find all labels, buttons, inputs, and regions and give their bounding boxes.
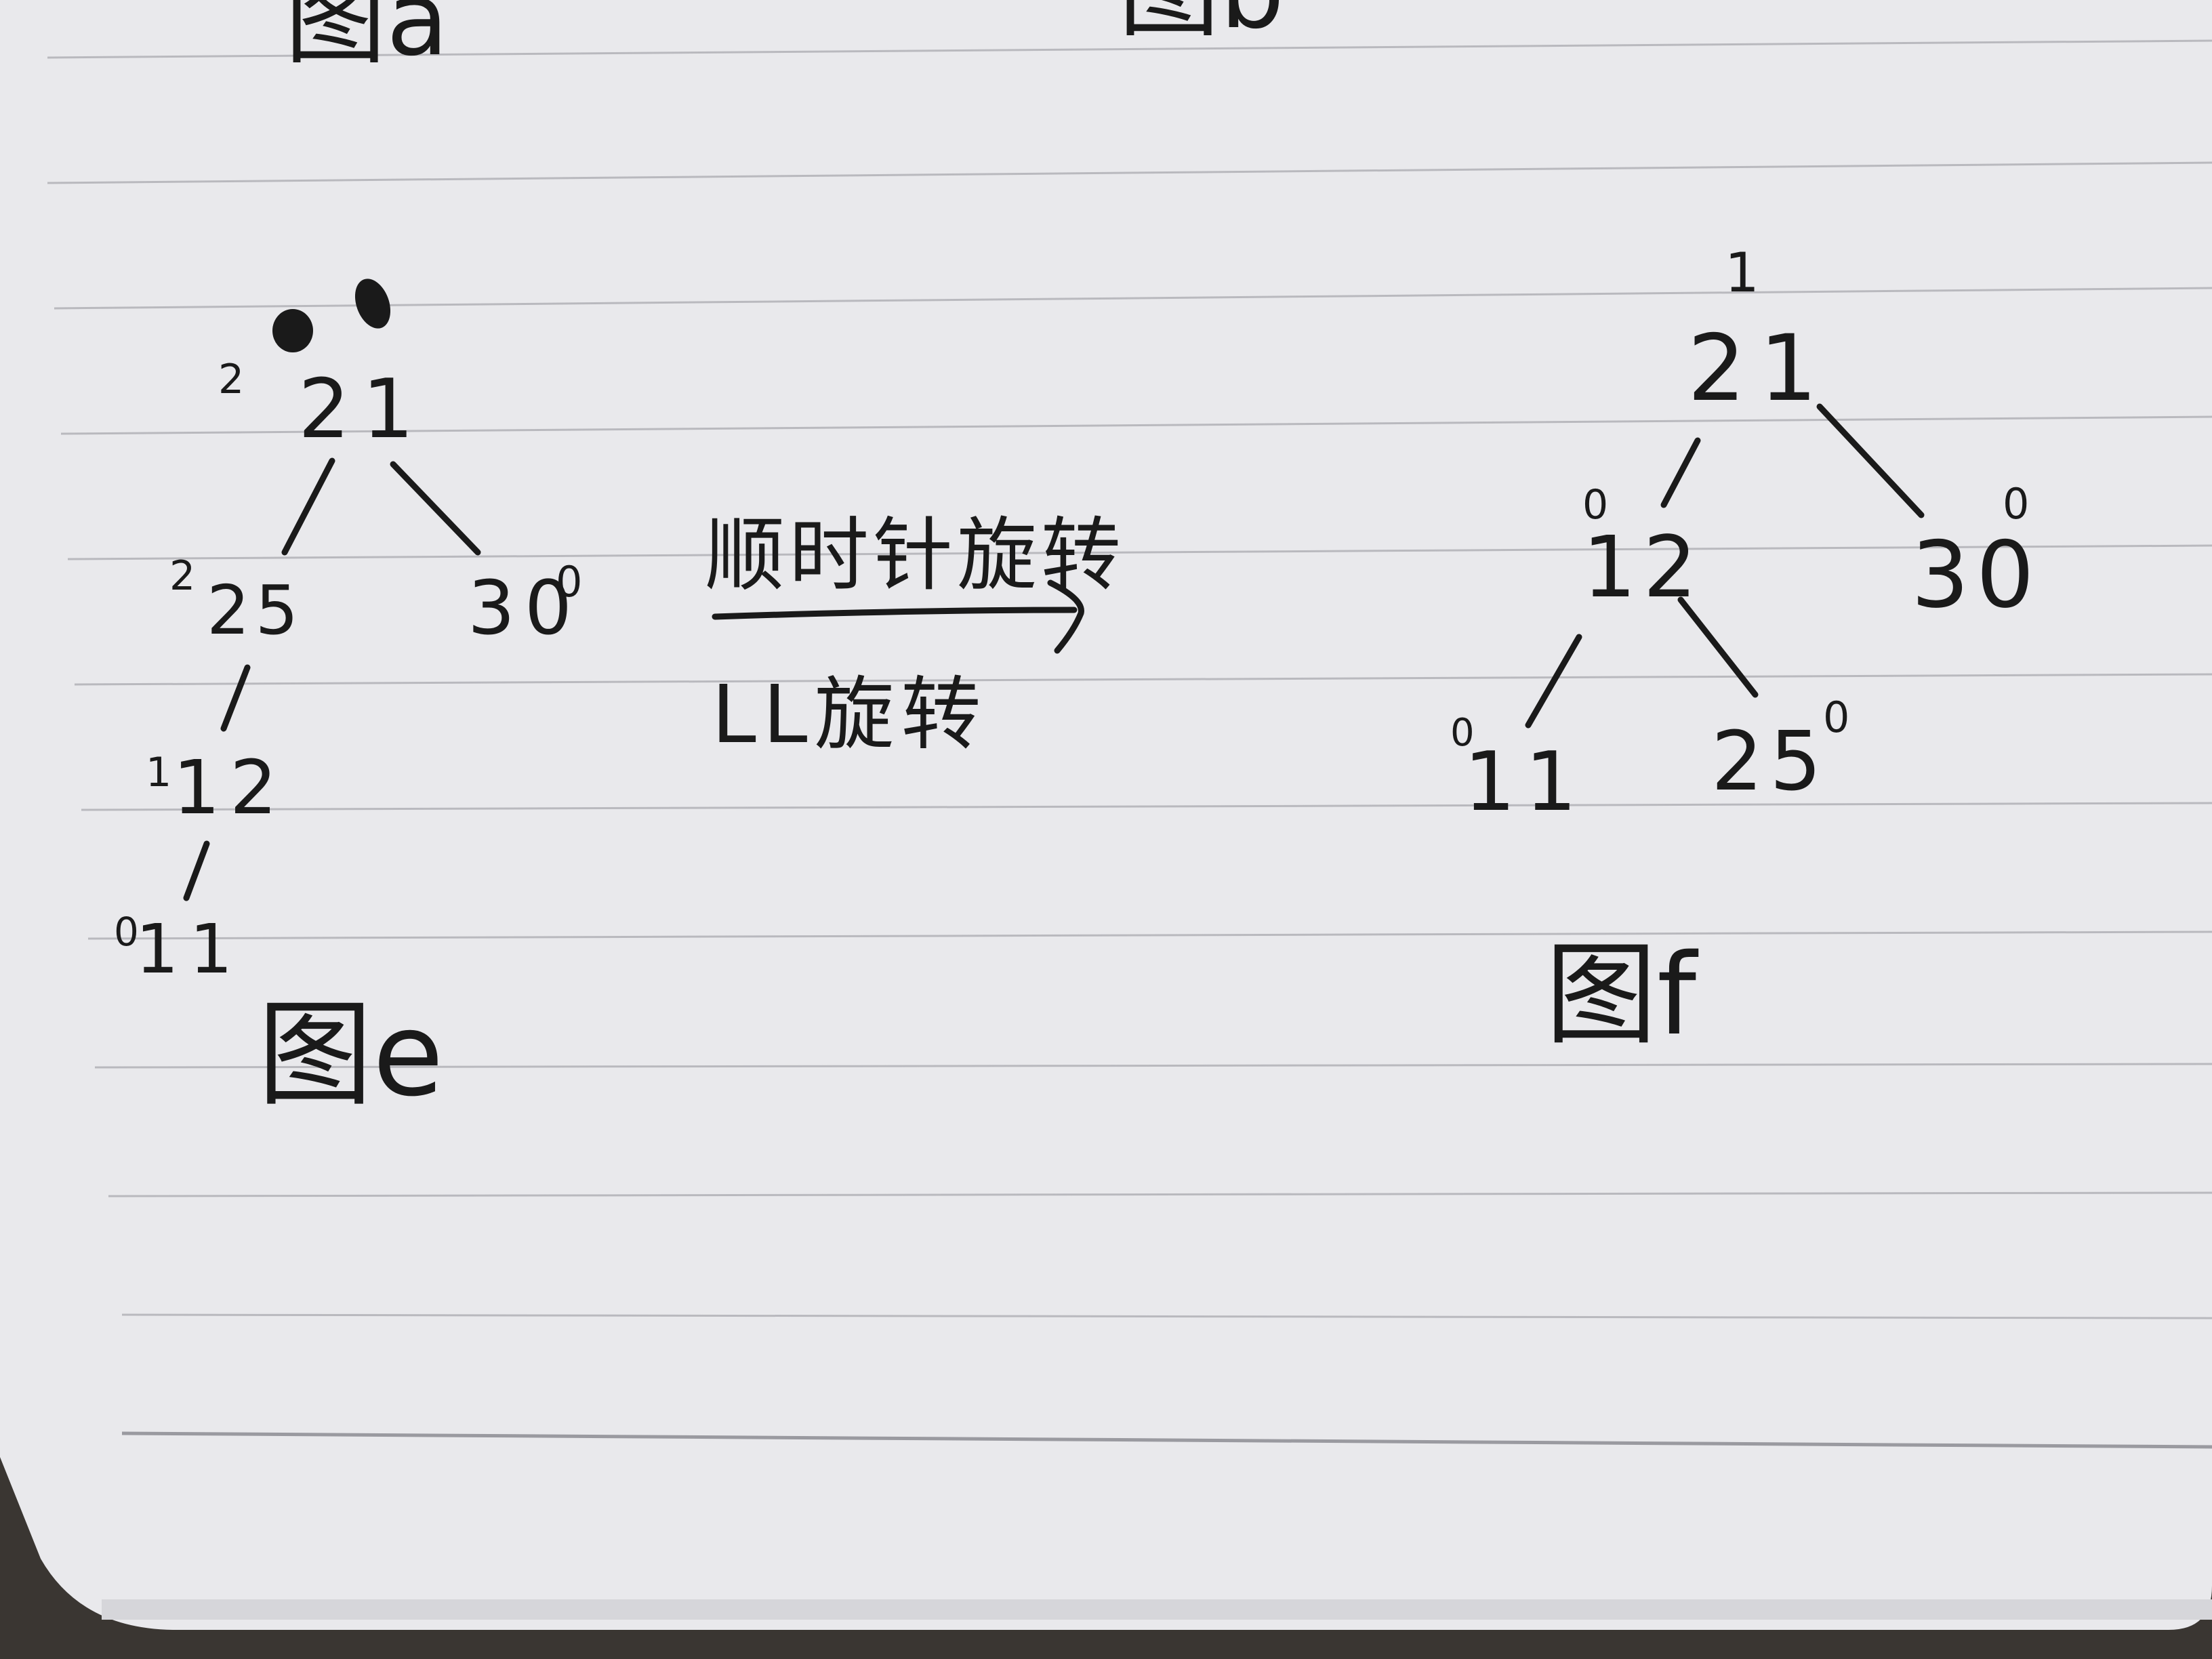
node-key-12: 12: [1582, 518, 1704, 617]
caption-fragment-b: 图b: [1118, 0, 1284, 52]
balance-factor-25: 2: [169, 552, 195, 600]
ruled-lines: [47, 39, 2212, 1449]
edge-12-11: [183, 840, 210, 901]
node-key-30: 30: [468, 565, 581, 651]
rotation-annotation: 顺时针旋转 LL旋转: [705, 508, 1121, 761]
ink-smudge: [272, 309, 313, 352]
balance-factor-30: 0: [556, 557, 582, 607]
balance-factor-21: 1: [1725, 241, 1759, 304]
caption-fragment-a: 图a: [285, 0, 449, 79]
balance-factor-12: 1: [146, 749, 171, 796]
node-key-11: 11: [1464, 735, 1586, 830]
node-key-25: 25: [1711, 715, 1828, 809]
balance-factor-11: 0: [114, 909, 139, 955]
node-key-30: 30: [1911, 522, 2041, 628]
figure-f-caption: 图f: [1545, 930, 1699, 1060]
edge-12-11: [1525, 634, 1582, 729]
balance-factor-21: 2: [218, 356, 244, 403]
balance-factor-25: 0: [1823, 693, 1849, 742]
figure-e-caption: 图e: [258, 988, 444, 1122]
edge-21-12: [1660, 437, 1701, 508]
node-key-21: 21: [298, 363, 426, 457]
rotation-arrow: [712, 579, 1084, 654]
node-key-21: 21: [1687, 315, 1831, 422]
node-key-12: 12: [173, 744, 287, 831]
balance-factor-30: 0: [2003, 479, 2029, 529]
edge-25-12: [220, 664, 251, 732]
balance-factor-11: 0: [1450, 711, 1475, 755]
paper-bottom-edge: [102, 1599, 2212, 1620]
balance-factor-12: 0: [1582, 481, 1608, 529]
edge-21-30: [390, 461, 481, 556]
node-key-25: 25: [207, 571, 304, 650]
edge-12-25: [1677, 596, 1759, 698]
tree-figure-f: 1 0 0 0 0 21 12 30 11 25 图f: [1450, 241, 2041, 1060]
tree-figure-e: 2 2 0 1 0 21 25 30 12 11 图e: [114, 279, 582, 1122]
edge-21-30: [1816, 403, 1925, 518]
ink-smudge: [354, 279, 391, 329]
edge-21-25: [281, 457, 335, 556]
rotation-label-ll: LL旋转: [712, 668, 987, 761]
node-key-11: 11: [136, 909, 243, 989]
